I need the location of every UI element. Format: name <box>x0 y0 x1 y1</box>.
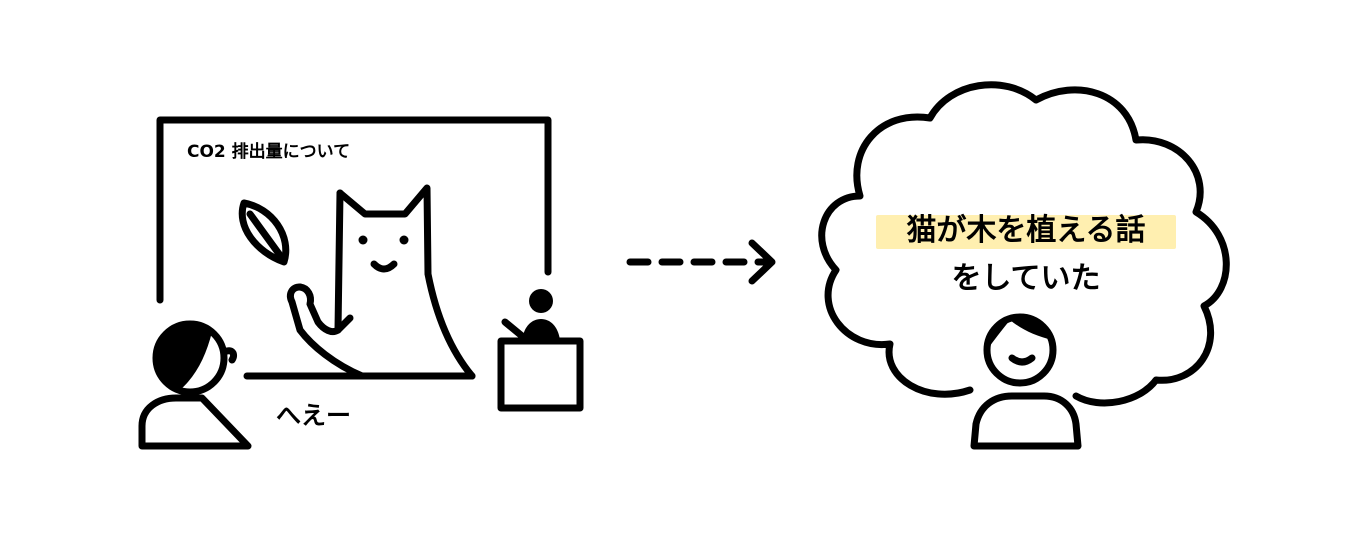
presenter-pointer <box>501 318 526 340</box>
thought-text-line-1: 猫が木を植える話 <box>906 213 1145 248</box>
thinking-person-smile <box>1008 354 1036 366</box>
board-title: CO2 排出量について <box>187 141 350 162</box>
thinking-person-icon <box>970 313 1082 450</box>
listener-hair <box>155 323 212 390</box>
dashed-arrow-right-icon <box>626 239 776 285</box>
podium <box>497 337 584 412</box>
cat-mouth <box>370 260 398 273</box>
cat-eye-right <box>399 235 409 245</box>
listener-person-icon: へえー <box>138 320 351 450</box>
listener-body <box>138 394 252 450</box>
thought-highlight <box>876 215 1176 249</box>
thought-cloud-outline <box>818 81 1230 407</box>
board-frame <box>156 116 552 304</box>
listener-reaction-text: へえー <box>276 401 351 430</box>
thought-text-line-2: をしていた <box>951 261 1100 296</box>
listener-ear <box>220 347 238 364</box>
cat-icon <box>286 184 476 380</box>
leaf-icon <box>238 199 290 266</box>
cat-eye-left <box>358 235 368 245</box>
presenter-shoulders <box>522 319 560 340</box>
thinking-person-body <box>970 392 1082 450</box>
thought-cloud: 猫が木を植える話 をしていた <box>818 81 1230 407</box>
presenter-head <box>529 289 553 313</box>
thinking-person-hair <box>986 314 1052 350</box>
presenter-at-podium-icon <box>497 289 584 412</box>
